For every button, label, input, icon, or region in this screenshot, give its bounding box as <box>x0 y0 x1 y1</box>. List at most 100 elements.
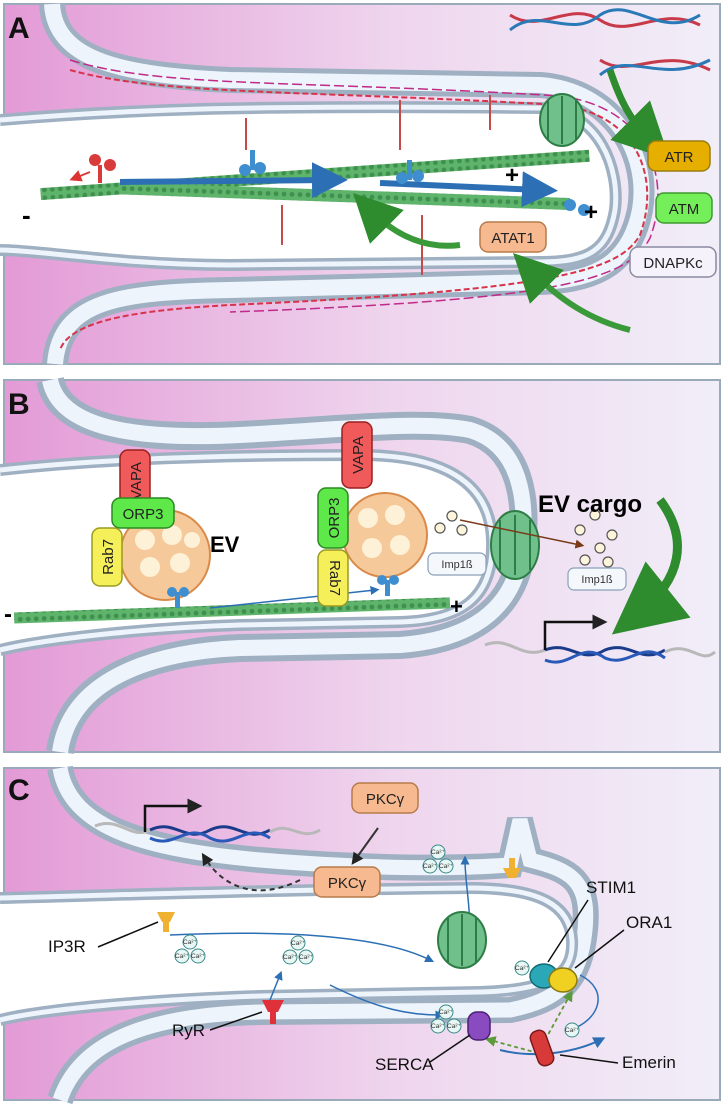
rab7-box: Rab7 <box>317 549 349 607</box>
transport-arrow <box>119 162 348 199</box>
svg-text:Ca²⁺: Ca²⁺ <box>183 939 197 946</box>
ev-label: EV <box>210 532 240 557</box>
svg-text:Ca²⁺: Ca²⁺ <box>423 863 437 870</box>
pkc-box: PKCγ <box>351 782 419 814</box>
panel-label: B <box>8 388 30 421</box>
ca-flow-arrow <box>329 984 445 1020</box>
nuclear-pore-complex <box>490 510 540 580</box>
plus-end-label: + <box>505 162 519 189</box>
svg-text:Ca²⁺: Ca²⁺ <box>439 863 453 870</box>
stim1-label: STIM1 <box>586 878 636 897</box>
imp1b-box: Imp1ß <box>427 552 487 576</box>
svg-text:ATAT1: ATAT1 <box>491 230 534 247</box>
kinase-atr: ATR <box>647 140 711 172</box>
atat1-box: ATAT1 <box>479 221 547 253</box>
emerin-interaction-arrow <box>544 990 573 1041</box>
svg-text:Ca²⁺: Ca²⁺ <box>191 953 205 960</box>
plus-end-label: + <box>584 199 598 226</box>
dna-helix-icon <box>509 8 711 77</box>
orp3-box: ORP3 <box>111 497 175 529</box>
svg-text:VAPA: VAPA <box>350 436 367 474</box>
svg-text:Ca²⁺: Ca²⁺ <box>565 1027 579 1034</box>
ip3r-channel <box>503 858 521 878</box>
signal-arrow <box>606 68 670 160</box>
nucleoplasm-channel <box>0 107 616 266</box>
svg-text:Ca²⁺: Ca²⁺ <box>299 954 313 961</box>
svg-text:Ca²⁺: Ca²⁺ <box>175 953 189 960</box>
signal-arrow <box>611 497 691 635</box>
transcription-start-arrow <box>143 798 203 832</box>
emerin-label: Emerin <box>622 1053 676 1072</box>
panel-b: B - + VAPA ORP3 Rab7 VAPA ORP3 Rab7 EV E… <box>0 376 721 755</box>
ca-flow-arrow <box>499 1037 606 1056</box>
ca-flow-arrow <box>269 970 283 1001</box>
transcription-start-arrow <box>543 614 608 650</box>
vapa-box: VAPA <box>341 421 373 489</box>
panel-label: C <box>8 774 30 807</box>
motor-protein <box>167 575 399 608</box>
extracellular-vesicle <box>342 492 428 578</box>
motor-protein <box>239 150 590 216</box>
orp3-box: ORP3 <box>317 487 349 549</box>
nuclear-pore-complex <box>539 93 585 147</box>
minus-end-label: - <box>22 200 31 230</box>
ca-flow-arrow <box>169 932 435 963</box>
ryr-channel <box>262 1000 284 1024</box>
kinase-atm: ATM <box>655 192 713 224</box>
nuclear-envelope-lumen <box>44 3 650 365</box>
svg-text:ORP3: ORP3 <box>326 498 343 539</box>
svg-text:Ca²⁺: Ca²⁺ <box>515 965 529 972</box>
svg-text:Ca²⁺: Ca²⁺ <box>431 849 445 856</box>
callout-line <box>559 1054 619 1064</box>
ora1-protein <box>548 967 578 993</box>
svg-text:Ca²⁺: Ca²⁺ <box>291 940 305 947</box>
svg-text:Ca²⁺: Ca²⁺ <box>439 1009 453 1016</box>
ip3r-channel <box>157 912 175 932</box>
svg-text:ORP3: ORP3 <box>123 506 164 523</box>
extracellular-vesicle <box>119 509 211 601</box>
ryr-label: RyR <box>172 1021 205 1040</box>
svg-text:VAPA: VAPA <box>128 462 145 500</box>
callout-line <box>574 929 625 969</box>
tubulin-release-icon <box>69 154 116 183</box>
panel-c: Ca²⁺ Ca²⁺ Ca²⁺ Ca²⁺ Ca²⁺ Ca²⁺ Ca²⁺ Ca²⁺ … <box>0 765 721 1104</box>
imp1b-box: Imp1ß <box>567 567 627 591</box>
svg-text:Ca²⁺: Ca²⁺ <box>447 1023 461 1030</box>
plus-end-label: + <box>450 594 463 619</box>
dna-helix-icon <box>484 641 716 664</box>
callout-line <box>209 1011 263 1031</box>
kinase-dnapkc: DNAPKc <box>629 246 717 278</box>
svg-text:Ca²⁺: Ca²⁺ <box>431 1023 445 1030</box>
svg-text:Ca²⁺: Ca²⁺ <box>283 954 297 961</box>
signal-arrow <box>353 193 461 249</box>
ip3r-label: IP3R <box>48 937 86 956</box>
pkc-box: PKCγ <box>313 866 381 898</box>
signal-arrow <box>201 852 301 892</box>
ev-cargo-particles <box>434 509 618 568</box>
emerin-protein <box>529 1029 555 1067</box>
svg-text:PKCγ: PKCγ <box>328 875 367 892</box>
callout-line <box>429 1034 471 1063</box>
svg-text:ATM: ATM <box>669 201 700 218</box>
svg-text:ATR: ATR <box>665 149 694 166</box>
callout-line <box>97 921 159 948</box>
serca-label: SERCA <box>375 1055 434 1074</box>
svg-text:Imp1ß: Imp1ß <box>441 559 472 571</box>
signal-arrow <box>513 253 631 333</box>
signal-arrow <box>351 827 379 865</box>
ora1-label: ORA1 <box>626 913 672 932</box>
panel-label: A <box>8 12 30 45</box>
panel-a: A - + + ATR ATM DNAPKc ATAT1 <box>0 2 721 366</box>
svg-text:DNAPKc: DNAPKc <box>643 255 703 272</box>
transport-arrow <box>379 171 558 208</box>
svg-text:Rab7: Rab7 <box>100 539 117 575</box>
rab7-box: Rab7 <box>91 527 123 587</box>
callout-line <box>547 899 589 963</box>
svg-text:Rab7: Rab7 <box>326 560 343 596</box>
svg-text:Imp1ß: Imp1ß <box>581 574 612 586</box>
nuclear-pore-complex <box>437 911 487 969</box>
ev-cargo-label: EV cargo <box>538 491 642 518</box>
svg-text:PKCγ: PKCγ <box>366 791 405 808</box>
import-arrow <box>459 519 585 549</box>
